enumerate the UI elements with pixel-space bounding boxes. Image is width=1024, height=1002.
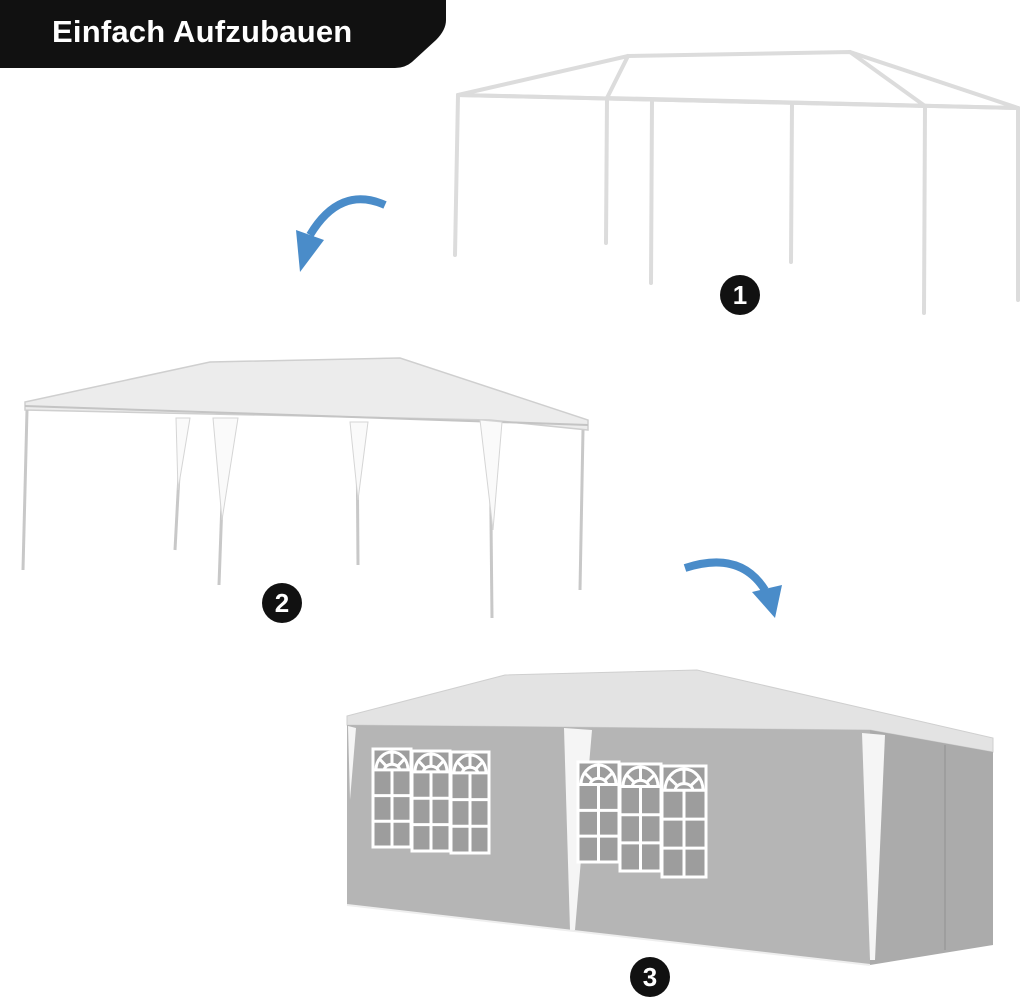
header-title: Einfach Aufzubauen <box>52 14 353 49</box>
tent-window <box>660 764 708 879</box>
curved-arrow-icon <box>683 558 782 618</box>
step-badge-3: 3 <box>630 957 670 997</box>
curved-arrow-icon <box>296 195 387 272</box>
tent-with-walls-step-3 <box>346 669 994 966</box>
step-badge-2: 2 <box>262 583 302 623</box>
tent-window <box>410 749 452 853</box>
tent-window <box>618 762 663 873</box>
header-banner <box>0 0 446 68</box>
tent-frame-step-1 <box>453 49 1020 315</box>
step-badge-1: 1 <box>720 275 760 315</box>
tent-window <box>576 760 621 864</box>
tent-canopy-step-2 <box>21 357 589 619</box>
tent-window <box>371 747 413 849</box>
tent-window <box>449 750 491 855</box>
